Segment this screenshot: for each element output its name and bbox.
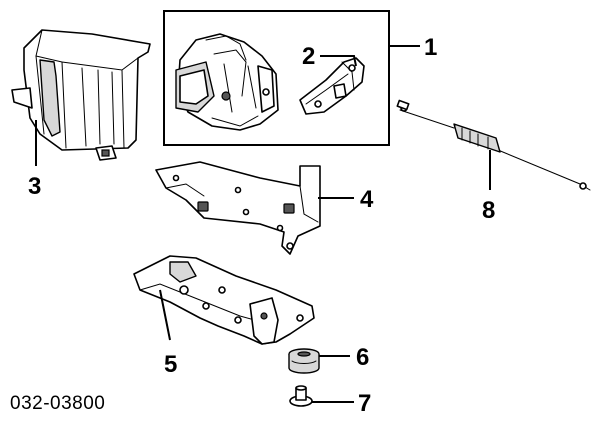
part-2-bracket	[299, 57, 365, 115]
callout-8: 8	[482, 197, 495, 224]
callout-7: 7	[358, 390, 371, 417]
part-6-bushing	[288, 348, 320, 374]
leader-lines	[35, 45, 491, 403]
part-3-cover	[11, 29, 151, 161]
leader-5	[159, 289, 171, 341]
callout-6: 6	[356, 344, 369, 371]
part-5-mounting-plate	[133, 255, 315, 345]
callout-3: 3	[28, 173, 41, 200]
diagram-code: 032-03800	[10, 393, 105, 414]
part-8-cable	[396, 99, 591, 191]
callout-5: 5	[164, 351, 177, 378]
callout-4: 4	[360, 186, 374, 213]
callout-2: 2	[302, 43, 315, 70]
part-7-bolt	[289, 385, 313, 407]
callout-1: 1	[424, 34, 437, 61]
part-1-group-box	[163, 10, 390, 146]
part-1-module	[175, 33, 279, 131]
leader-2	[320, 55, 357, 67]
part-4-bracket-plate	[155, 161, 321, 255]
